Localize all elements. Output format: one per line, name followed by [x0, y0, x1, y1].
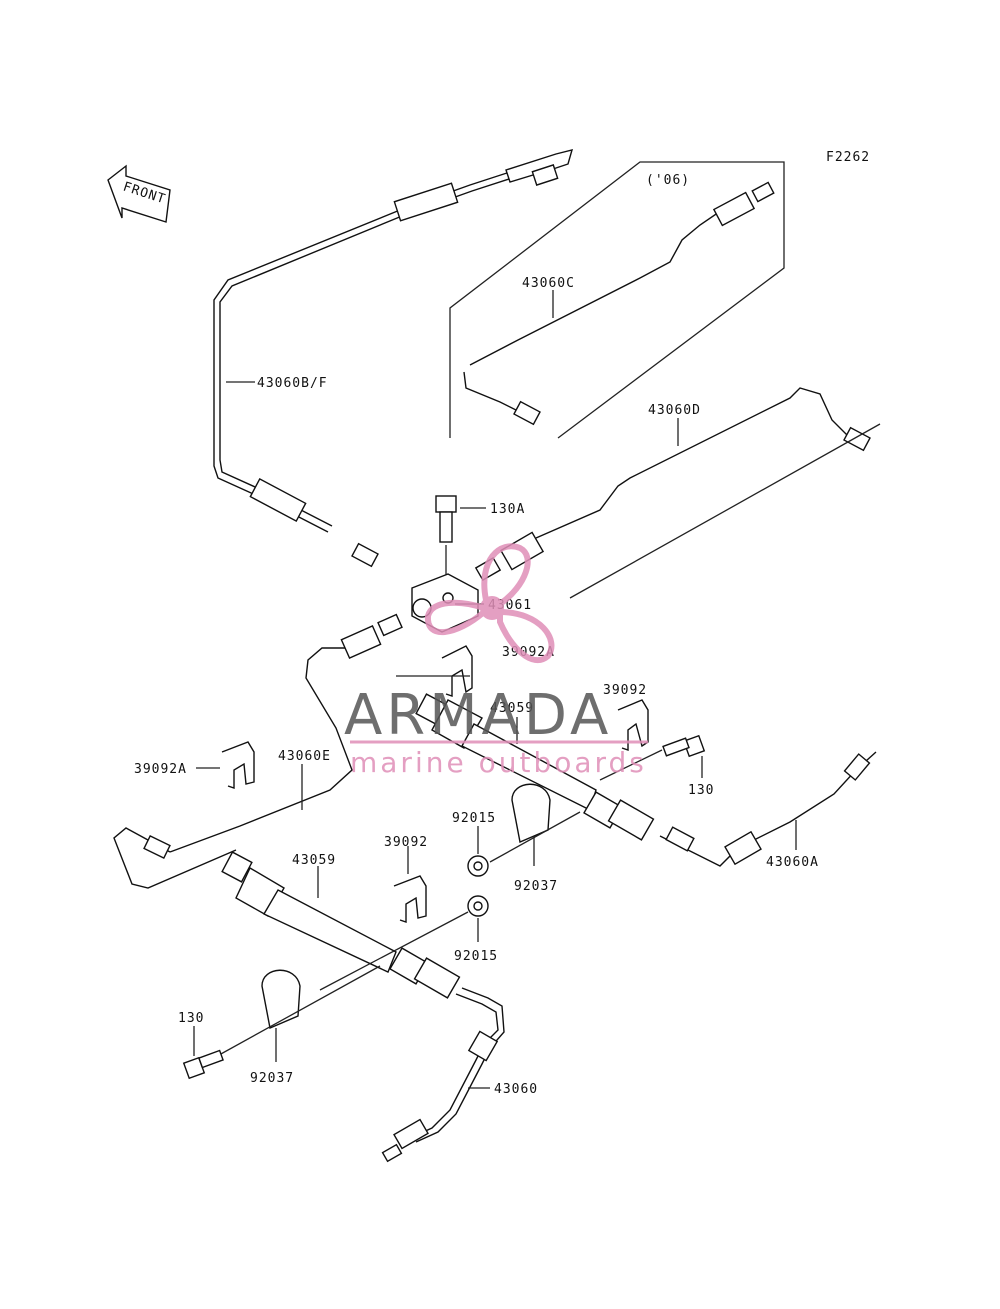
label-130A: 130A	[490, 502, 525, 517]
bolt-130-left-icon: 130	[178, 1011, 224, 1080]
figure-code: F2262	[826, 150, 870, 165]
bolt-130A-icon: 130A	[435, 495, 525, 580]
clip-39092A-left-icon: 39092A	[134, 741, 255, 789]
clip-39092-mid-icon: 39092	[384, 835, 428, 923]
label-92015-bottom: 92015	[454, 949, 498, 964]
label-92015-top: 92015	[452, 811, 496, 826]
label-92037-top: 92037	[514, 879, 558, 894]
bolt-130-right-icon: 130	[599, 734, 714, 798]
watermark-tagline: marine outboards	[350, 746, 647, 779]
label-43060A: 43060A	[766, 855, 819, 870]
tube-43060A: 43060A	[659, 751, 877, 870]
hose-43059-top: 43059	[396, 675, 655, 841]
label-43060C: 43060C	[522, 276, 575, 291]
watermark-brand: ARMADA	[344, 683, 612, 748]
label-130-left: 130	[178, 1011, 204, 1026]
label-92037-bottom: 92037	[250, 1071, 294, 1086]
clip-39092A-top-icon: 39092A	[441, 645, 554, 697]
tube-43060E: 43060E	[113, 613, 403, 889]
label-130-right: 130	[688, 783, 714, 798]
label-43059-top: 43059	[490, 701, 534, 716]
nut-92015-bottom-icon: 92015	[319, 895, 498, 991]
clamp-92037-top-icon: 92037	[489, 783, 581, 894]
label-43060E: 43060E	[278, 749, 331, 764]
nut-92015-top-icon: 92015	[452, 811, 496, 877]
front-arrow-icon: FRONT	[107, 164, 171, 223]
label-39092-right: 39092	[603, 683, 647, 698]
label-43060BF: 43060B/F	[257, 376, 328, 391]
label-43060: 43060	[494, 1082, 538, 1097]
year-variant-bracket: ('06)	[449, 161, 785, 439]
tube-43060: 43060	[381, 987, 538, 1163]
tube-43060BF: 43060B/F	[213, 149, 574, 568]
clip-39092-right-icon: 39092	[603, 683, 649, 751]
label-39092-mid: 39092	[384, 835, 428, 850]
clamp-92037-bottom-icon: 92037	[209, 965, 381, 1086]
label-43060D: 43060D	[648, 403, 701, 418]
hose-43059-bottom: 43059	[221, 851, 461, 999]
year-note: ('06)	[646, 173, 690, 188]
label-39092A-left: 39092A	[134, 762, 187, 777]
armada-watermark: ARMADA marine outboards	[344, 543, 648, 779]
tube-43060C: 43060C	[463, 181, 775, 426]
label-43059-bottom: 43059	[292, 853, 336, 868]
propeller-logo-icon	[424, 543, 555, 664]
